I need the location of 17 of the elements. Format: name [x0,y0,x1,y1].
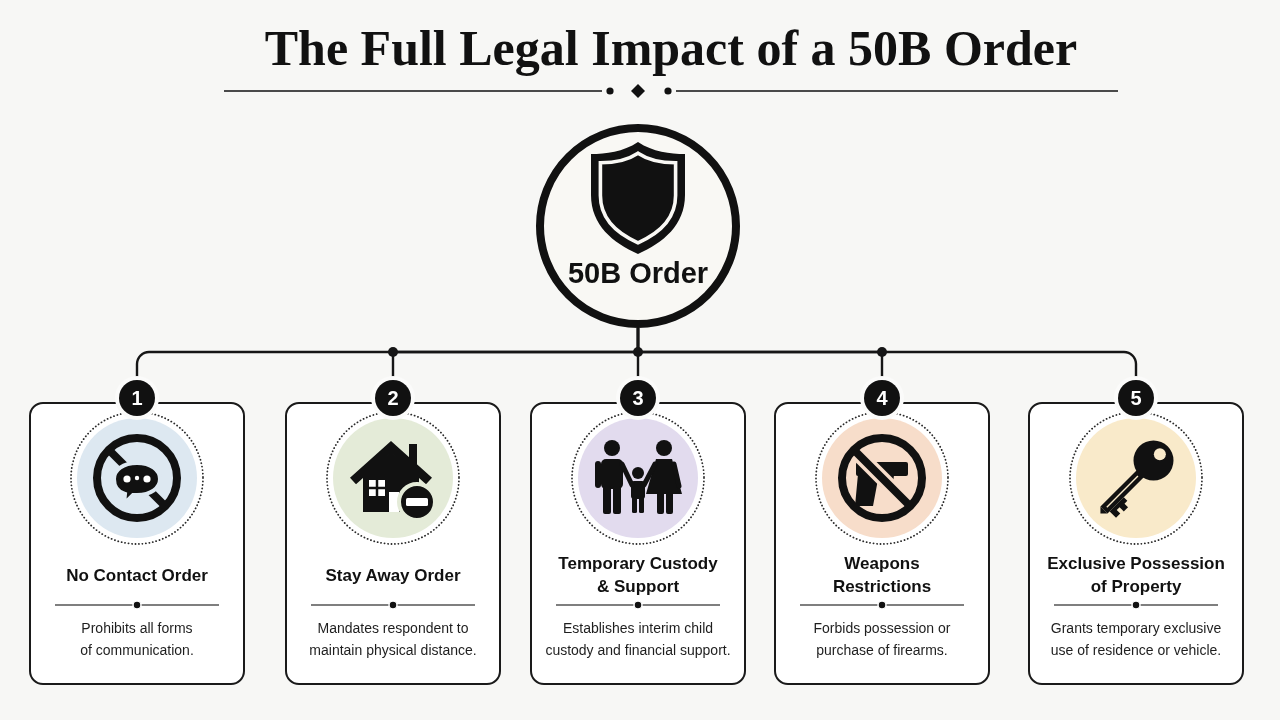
title: The Full Legal Impact of a 50B Order [264,20,1078,76]
card-title: Weapons Restrictions [831,553,933,598]
card-title: No Contact Order [66,564,208,587]
step-number-badge: 4 [864,380,900,416]
card-title: Temporary Custody & Support [557,553,719,598]
card-description: Establishes interim child custody and financial support. [544,619,732,660]
card-description: Prohibits all forms of communication. [79,619,195,660]
card-description: Forbids possession or purchase of firearms. [812,619,952,660]
step-number-badge: 5 [1118,380,1154,416]
card-title: Stay Away Order [325,564,461,587]
hub-label: 50B Order [567,256,709,291]
step-number-badge: 3 [620,380,656,416]
step-number-badge: 1 [119,380,155,416]
card-description: Mandates respondent to maintain physical distance. [308,619,478,660]
card-title: Exclusive Possession of Property [1046,553,1226,598]
step-number-badge: 2 [375,380,411,416]
card-description: Grants temporary exclusive use of residence or vehicle. [1049,619,1223,660]
